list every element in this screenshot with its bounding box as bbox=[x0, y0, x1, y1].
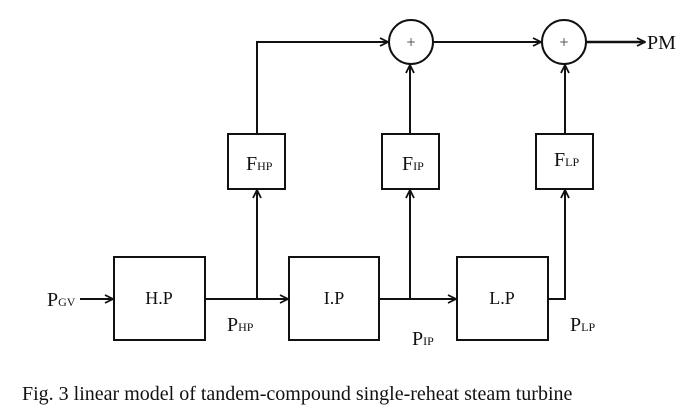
flp-block bbox=[535, 133, 594, 190]
fhp-label: FHP bbox=[246, 153, 273, 175]
summing-junction-2-sign: + bbox=[559, 35, 569, 49]
fhp-block bbox=[227, 133, 286, 190]
lp-output-line bbox=[548, 190, 565, 300]
lp-block-label: L.P bbox=[489, 288, 515, 308]
hp-output-label: PHP bbox=[227, 314, 254, 336]
summing-junction-1-sign: + bbox=[406, 35, 416, 49]
ip-block bbox=[288, 256, 380, 341]
lp-output-label: PLP bbox=[570, 314, 595, 336]
fip-label: FIP bbox=[402, 153, 424, 175]
output-signal-label: PM bbox=[647, 32, 676, 54]
flp-label: FLP bbox=[554, 149, 579, 171]
ip-block-label: I.P bbox=[324, 288, 345, 308]
hp-block-label: H.P bbox=[145, 288, 173, 308]
fhp-to-sum1-arrow bbox=[256, 42, 388, 134]
ip-output-label: PIP bbox=[412, 328, 434, 350]
figure-caption: Fig. 3 linear model of tandem-compound s… bbox=[22, 383, 573, 405]
input-signal-label: PGV bbox=[47, 289, 76, 311]
lp-block bbox=[456, 256, 549, 341]
hp-block bbox=[113, 256, 206, 341]
